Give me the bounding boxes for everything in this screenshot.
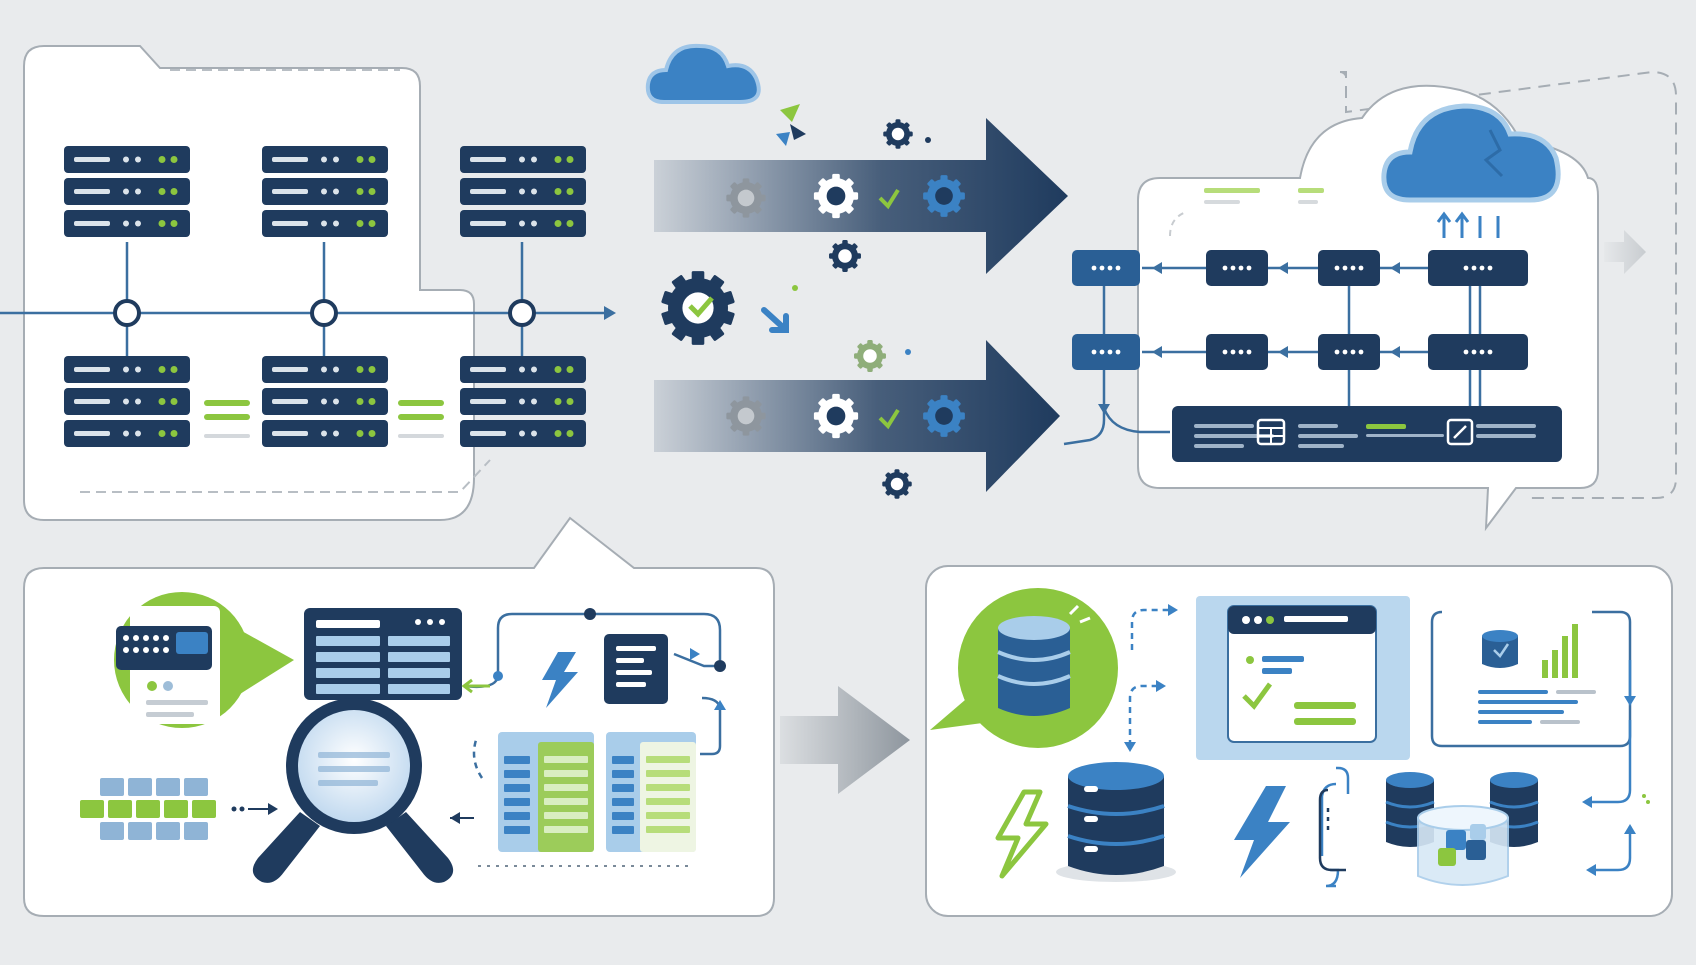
grid-node [1206, 334, 1268, 370]
grid-node [1318, 334, 1380, 370]
console-bar [1172, 406, 1562, 462]
glass-container [1417, 805, 1509, 886]
server-rack-icon [460, 146, 586, 237]
database-icon [1056, 762, 1176, 882]
cloud-grid-panel [1063, 70, 1677, 532]
server-racks [64, 146, 586, 447]
magnifier-icon [252, 698, 454, 883]
gear-icon [726, 178, 766, 218]
spreadsheet-icon [304, 608, 462, 700]
chart-card [1430, 610, 1632, 748]
cloud-icon [1381, 103, 1561, 203]
gear-icon [883, 119, 913, 149]
flow-arrow [780, 686, 910, 794]
gear-group [661, 119, 965, 499]
check-icon [688, 296, 714, 318]
grid-node [1428, 250, 1528, 286]
database-icon [997, 616, 1071, 716]
report-bubble [114, 592, 294, 728]
gear-icon [661, 271, 735, 345]
network-node-icon [310, 299, 338, 327]
flow-arrow [654, 118, 1068, 274]
gear-icon [813, 173, 859, 219]
gear-icon [923, 395, 965, 437]
network-node-icon [508, 299, 536, 327]
server-rack-icon [262, 356, 388, 447]
grid-node [1072, 334, 1140, 370]
gear-icon [854, 340, 886, 372]
database-storage-panel [925, 565, 1673, 917]
arrow-icon [761, 307, 789, 333]
cloud-icon [645, 43, 761, 104]
check-icon [1242, 682, 1273, 710]
gear-icon [829, 240, 861, 272]
lightning-icon [1234, 786, 1290, 878]
document-icon [604, 634, 668, 704]
server-rack-icon [64, 146, 190, 237]
grid-node [1206, 250, 1268, 286]
grid-nodes [1072, 250, 1528, 370]
spreadsheet-icon [1256, 418, 1286, 446]
lightning-icon [995, 789, 1049, 879]
checklist-window [1196, 596, 1410, 760]
gear-icon [726, 396, 766, 436]
gear-icon [882, 469, 912, 499]
process-flow [645, 43, 1068, 499]
gear-icon [923, 175, 965, 217]
data-blocks [80, 778, 278, 840]
grid-node [1318, 250, 1380, 286]
grid-node [1428, 334, 1528, 370]
spreadsheet-icon [498, 732, 696, 852]
document-icon [1446, 418, 1474, 446]
grid-node [1072, 250, 1140, 286]
bar-chart-icon [1542, 624, 1578, 678]
network-node-icon [113, 299, 141, 327]
lightning-icon [542, 652, 578, 708]
gear-icon [813, 393, 859, 439]
arrow-icon [604, 306, 616, 320]
server-rack-icon [262, 146, 388, 237]
database-bubble [930, 588, 1118, 748]
data-analysis-panel [23, 516, 775, 917]
database-icon [1482, 630, 1518, 668]
server-rack-icon [64, 356, 190, 447]
server-rack-icon [460, 356, 586, 447]
database-cluster [1385, 772, 1539, 886]
server-cluster-panel [0, 45, 616, 521]
